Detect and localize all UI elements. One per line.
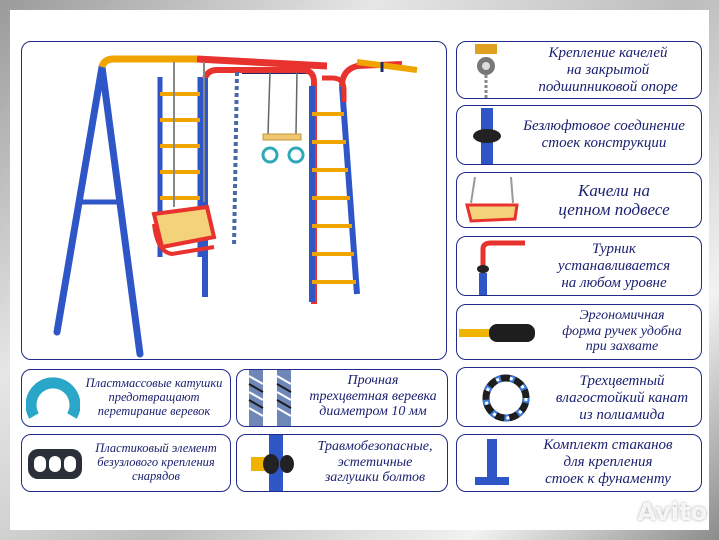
spool-icon	[26, 377, 80, 419]
pull-up-bar-icon	[477, 240, 525, 295]
anchor-cup-icon	[475, 439, 509, 485]
rope-coil-icon	[482, 374, 530, 422]
main-product-panel	[21, 41, 447, 360]
bolt-cap-icon	[251, 435, 294, 491]
watermark: Avito	[637, 498, 707, 526]
swing-set-illustration	[53, 55, 418, 358]
pole-joint-icon	[473, 108, 501, 164]
braided-rope-icon	[248, 370, 292, 426]
bearing-mount-icon	[475, 44, 497, 98]
knotless-clip-icon	[28, 449, 82, 479]
handle-grip-icon	[459, 324, 535, 342]
chain-swing-icon	[465, 176, 519, 223]
